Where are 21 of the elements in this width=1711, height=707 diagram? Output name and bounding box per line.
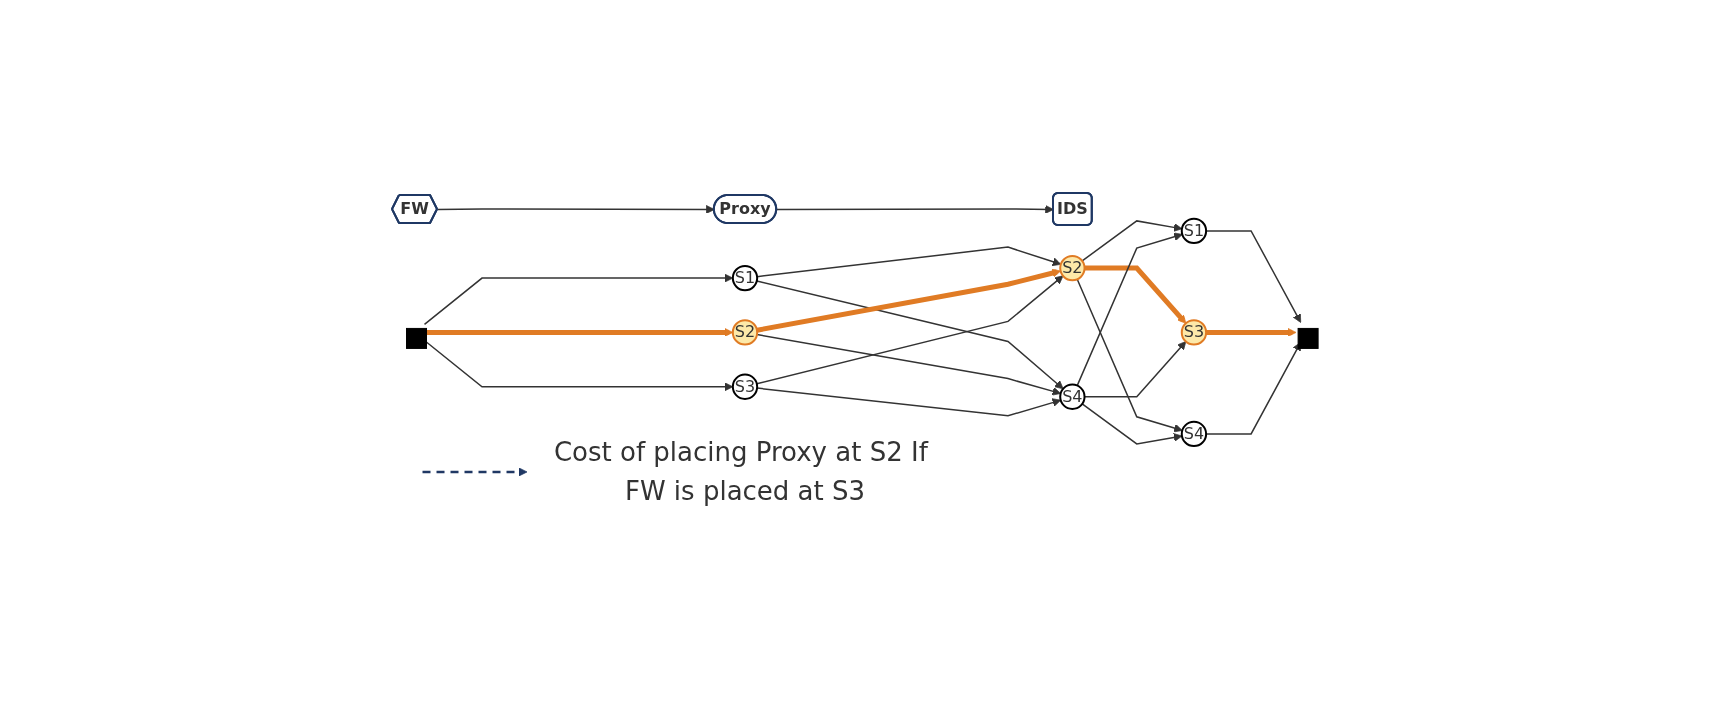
- node-circle: S4: [1059, 383, 1086, 410]
- arrow: [1081, 402, 1183, 445]
- node-circle: S1: [732, 264, 759, 291]
- arrow: [1076, 278, 1184, 432]
- node-text: Cost of placing Proxy at S2 If FW is placed at S3: [554, 436, 929, 506]
- arrow: [1084, 340, 1187, 398]
- arrow: [1081, 219, 1183, 262]
- node-circle: S2: [732, 318, 759, 346]
- node-circle: S4: [1181, 420, 1208, 447]
- arrow: [1085, 265, 1187, 324]
- node-box: [406, 327, 428, 349]
- arrow: [422, 467, 528, 476]
- node-circle: S3: [732, 373, 759, 400]
- arrow: [424, 273, 734, 325]
- node-circle: S1: [1181, 217, 1208, 244]
- node-box: [1298, 327, 1320, 349]
- arrow: [756, 268, 1062, 333]
- node-circle: S3: [1181, 318, 1208, 346]
- node-circle: S2: [1059, 254, 1086, 281]
- arrow: [1206, 327, 1297, 337]
- arrow: [1076, 232, 1184, 386]
